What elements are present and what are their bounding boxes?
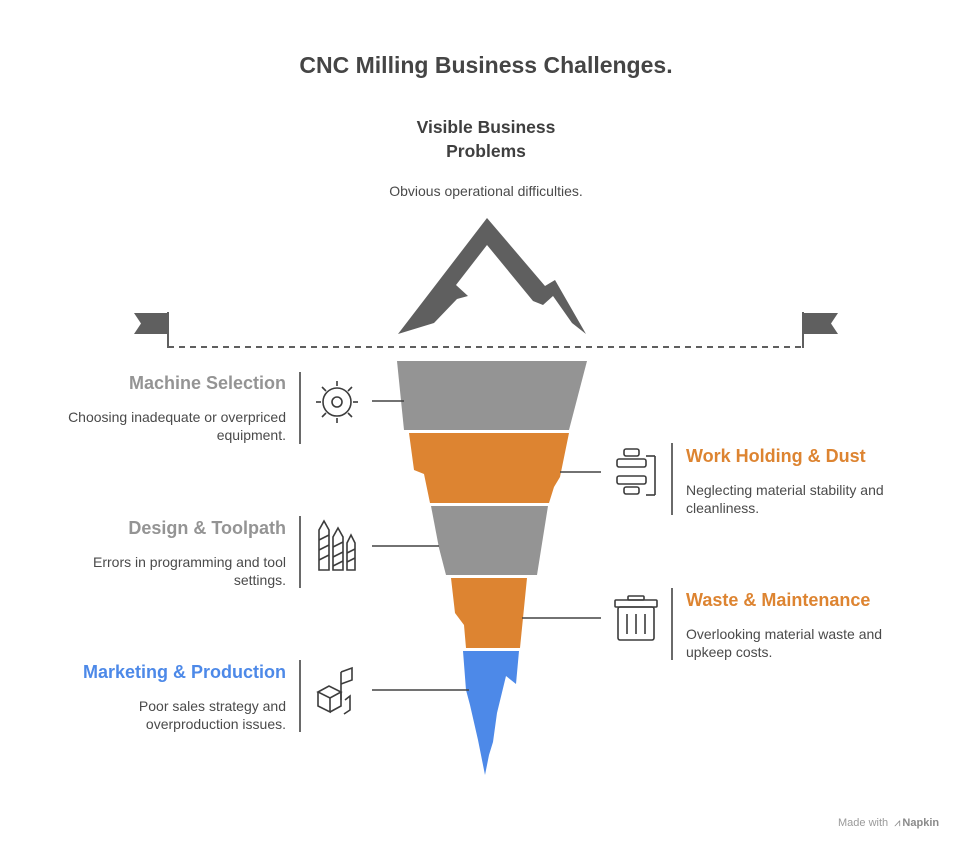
description-line: settings. [233,572,286,588]
description-line: Choosing inadequate or overpriced [68,409,286,425]
visible-problems-heading-line2: Problems [446,141,526,161]
visible-problems-heading: Visible Business Problems [336,115,636,163]
waste-maintenance-heading: Waste & Maintenance [686,590,871,610]
description-line: Errors in programming and tool [93,554,286,570]
made-with-footer[interactable]: Made with ⩘Napkin [838,817,958,830]
waste-maintenance-description: Overlooking material waste and upkeep co… [686,625,926,661]
description-line: Poor sales strategy and [138,698,286,714]
description-line: overproduction issues. [145,716,286,732]
gear-icon [316,381,358,423]
napkin-brand-label: Napkin [902,817,940,829]
description-line: equipment. [216,427,286,443]
visible-problems-description: Obvious operational difficulties. [389,183,583,199]
right-flag-icon [802,312,838,348]
marketing-production-heading: Marketing & Production [82,662,286,682]
marketing-production-description: Poor sales strategy and overproduction i… [16,697,286,733]
trash-bin-icon [614,595,658,641]
visible-problems-heading-line1: Visible Business [416,117,556,137]
design-toolpath-heading: Design & Toolpath [128,518,286,538]
left-flag-icon [134,312,169,348]
page-title: CNC Milling Business Challenges. [299,52,673,78]
description-line: cleanliness. [686,500,760,516]
machine-selection-description: Choosing inadequate or overpriced equipm… [16,408,286,444]
box-flag-icon [316,666,353,715]
layer-work-holding [409,433,569,503]
layer-waste-maintenance [451,578,527,648]
napkin-logo-icon: ⩘ [894,817,901,829]
layer-machine-selection [397,361,587,430]
iceberg-tip-icon [398,218,586,334]
clamp-icon [616,448,656,496]
machine-selection-heading: Machine Selection [128,373,286,393]
work-holding-heading: Work Holding & Dust [686,446,866,466]
description-line: Overlooking material waste and [686,626,883,642]
work-holding-description: Neglecting material stability and cleanl… [686,481,926,517]
description-line: Neglecting material stability and [686,482,884,498]
drill-bits-icon [318,519,356,571]
made-with-label: Made with [838,817,889,829]
layer-marketing-production [463,651,519,775]
layer-design-toolpath [431,506,548,575]
description-line: upkeep costs. [686,644,773,660]
design-toolpath-description: Errors in programming and tool settings. [16,553,286,589]
